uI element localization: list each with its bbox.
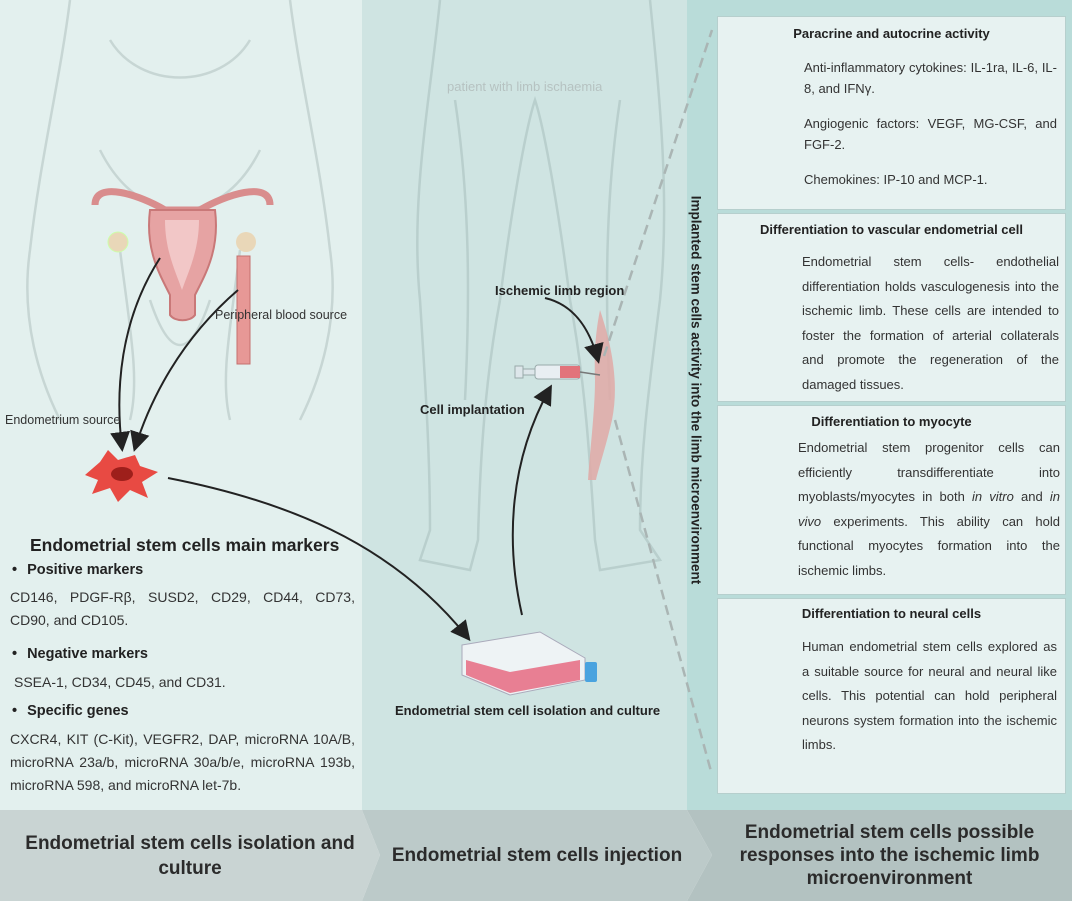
cell-implantation-label: Cell implantation [420, 402, 525, 417]
blood-arrow [130, 289, 239, 452]
card-paracrine-cytokines: Anti-inflammatory cytokines: IL-1ra, IL-… [804, 60, 1057, 96]
specific-genes-text: CXCR4, KIT (C-Kit), VEGFR2, DAP, microRN… [10, 731, 355, 793]
illustration-layer [26, 0, 800, 776]
peripheral-blood-label: Peripheral blood source [215, 308, 348, 322]
card-vascular-title: Differentiation to vascular endometrial … [760, 222, 1023, 237]
dashed-line-top [602, 29, 714, 357]
ischemic-region [588, 310, 615, 480]
dashed-line-bottom [613, 419, 714, 776]
stem-cell-icon [85, 450, 158, 502]
ischemic-region-label: Ischemic limb region [495, 283, 625, 298]
card-paracrine-angiogenic: Angiogenic factors: VEGF, MG-CSF, and FG… [804, 116, 1057, 152]
blood-vessel [236, 255, 251, 365]
syringe-icon [514, 364, 601, 380]
card-vascular: Differentiation to vascular endometrial … [717, 213, 1066, 402]
patient-label: patient with limb ischaemia [447, 79, 603, 94]
culture-arrow [167, 477, 471, 642]
card-myocyte: Differentiation to myocyte Endometrial s… [717, 405, 1066, 595]
isolation-panel [0, 0, 362, 810]
negative-markers-text: SSEA-1, CD34, CD45, and CD31. [14, 674, 226, 690]
footer-step-responses: Endometrial stem cells possible response… [687, 810, 1072, 901]
specific-genes-label: Specific genes [12, 703, 129, 719]
card-paracrine-title: Paracrine and autocrine activity [793, 26, 990, 41]
implantation-arrow [511, 384, 552, 616]
isolation-culture-label: Endometrial stem cell isolation and cult… [395, 703, 661, 718]
card-neural-text: Human endometrial stem cells explored as… [802, 639, 1057, 752]
negative-markers-label: Negative markers [12, 646, 148, 662]
uterus-illustration [91, 188, 274, 322]
card-myocyte-title: Differentiation to myocyte [811, 414, 972, 429]
legs-silhouette [416, 0, 666, 572]
markers-title: Endometrial stem cells main markers [30, 535, 340, 555]
footer-injection-text: Endometrial stem cells injection [391, 844, 683, 866]
endometrium-label: Endometrium source [5, 413, 121, 427]
card-myocyte-text: Endometrial stem progenitor cells can ef… [798, 440, 1060, 578]
footer-step-injection: Endometrial stem cells injection [362, 810, 712, 901]
footer-step-isolation: Endometrial stem cells isolation and cul… [0, 810, 380, 901]
footer-responses-text: Endometrial stem cells possible response… [739, 822, 1040, 889]
culture-flask-icon [461, 631, 597, 696]
vertical-title-text: Implanted stem cells activity into the l… [688, 195, 704, 585]
card-paracrine-chemokines: Chemokines: IP-10 and MCP-1. [804, 172, 988, 187]
vertical-title: Implanted stem cells activity into the l… [681, 165, 711, 615]
card-neural-title: Differentiation to neural cells [801, 606, 982, 621]
ischemic-arrow [544, 297, 604, 364]
card-neural: Differentiation to neural cells Human en… [717, 598, 1066, 794]
positive-markers-label: Positive markers [12, 562, 143, 578]
positive-markers-text: CD146, PDGF-Rβ, SUSD2, CD29, CD44, CD73,… [10, 589, 355, 628]
endometrium-arrow [110, 257, 161, 452]
footer-isolation-text: Endometrial stem cells isolation and cul… [25, 832, 355, 879]
card-vascular-text: Endometrial stem cells- endothelial diff… [802, 254, 1059, 392]
card-paracrine: Paracrine and autocrine activity Anti-in… [717, 16, 1066, 210]
